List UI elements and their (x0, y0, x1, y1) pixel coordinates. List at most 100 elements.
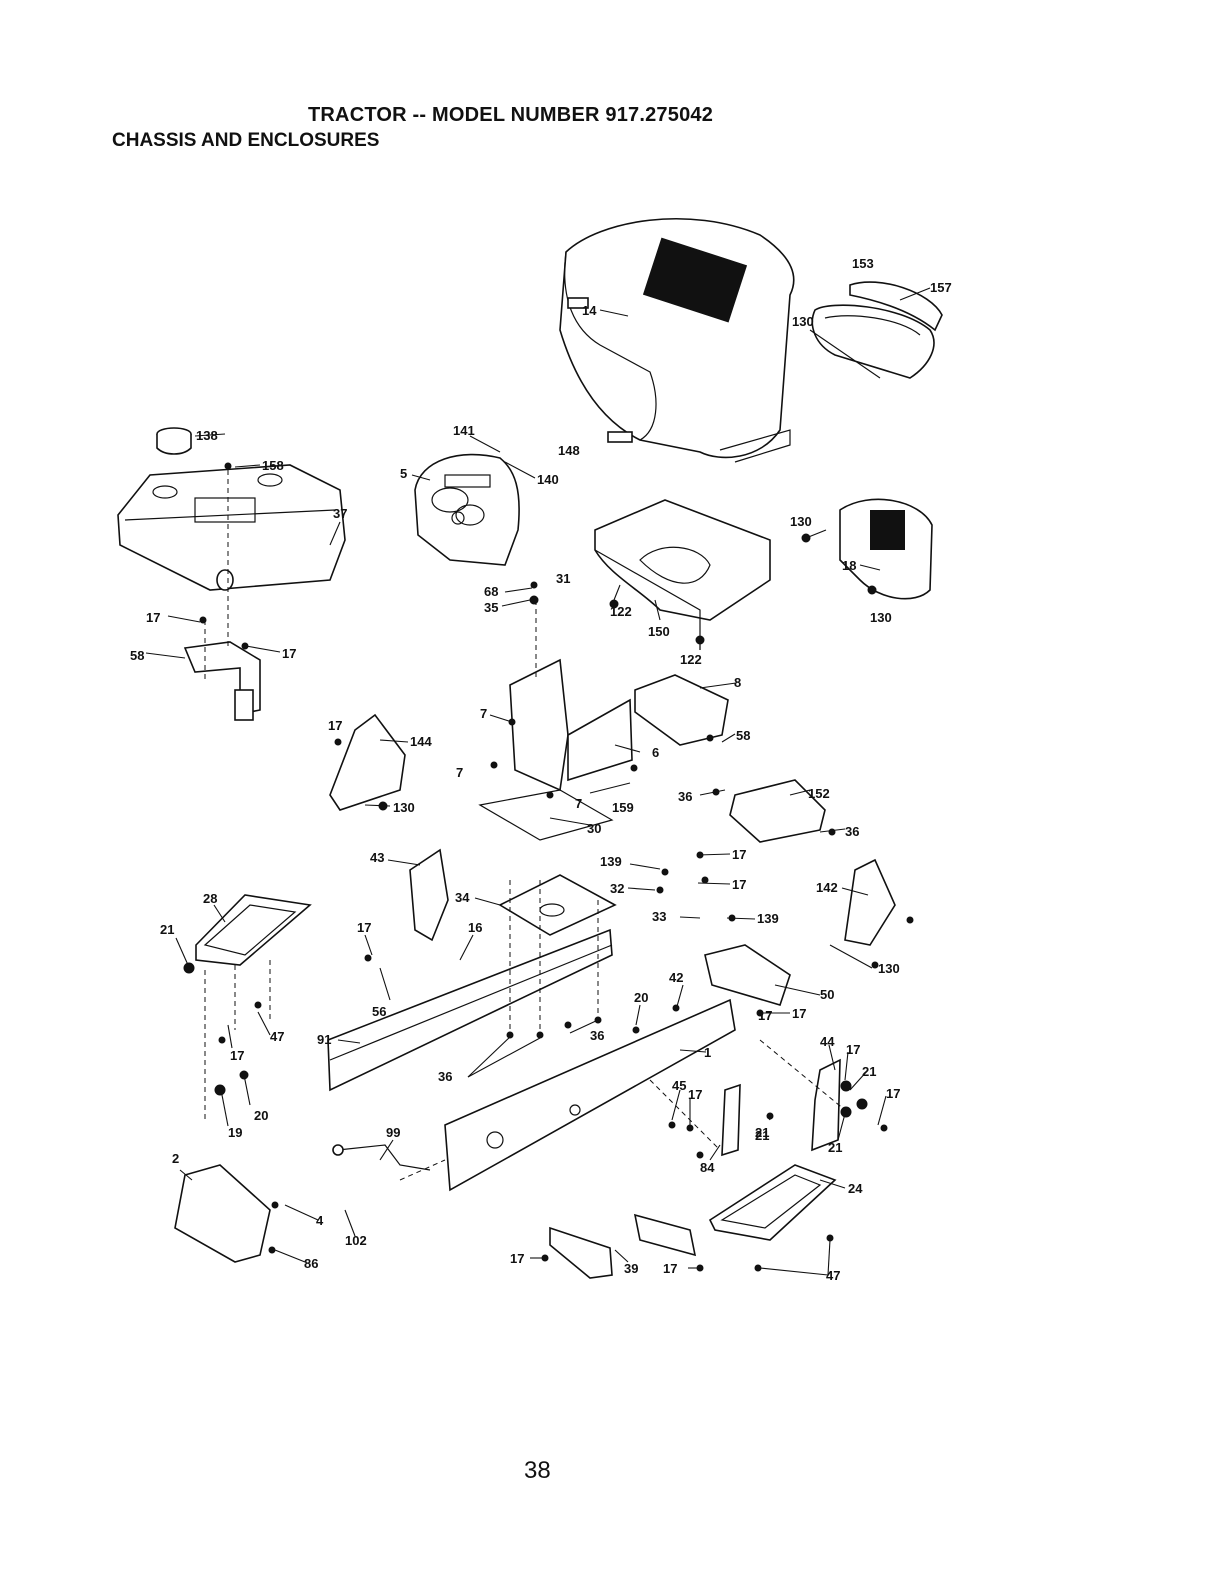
fuel-cap-part (156, 427, 192, 455)
callout-label: 5 (400, 466, 407, 481)
callout-label: 32 (610, 881, 624, 896)
callout-label: 86 (304, 1256, 318, 1271)
callout-label: 153 (852, 256, 874, 271)
callout-label: 7 (575, 796, 582, 811)
callout-label: 35 (484, 600, 498, 615)
callout-label: 16 (468, 920, 482, 935)
callout-label: 43 (370, 850, 384, 865)
callout-label: 33 (652, 909, 666, 924)
callout-label: 2 (172, 1151, 179, 1166)
callout-label: 36 (845, 824, 859, 839)
callout-label: 31 (556, 571, 570, 586)
page-title: TRACTOR -- MODEL NUMBER 917.275042 (308, 104, 714, 126)
footrest-right-part (708, 1164, 837, 1241)
callout-label: 18 (842, 558, 856, 573)
callout-label: 45 (672, 1078, 686, 1093)
callout-label: 7 (480, 706, 487, 721)
callout-label: 17 (688, 1087, 702, 1102)
support-bracket-part (478, 658, 633, 841)
battery-box-part (729, 779, 826, 843)
callout-label: 36 (590, 1028, 604, 1043)
callout-label: 20 (634, 990, 648, 1005)
callout-label: 17 (792, 1006, 806, 1021)
bracket-43-part (409, 848, 449, 942)
callout-label: 130 (878, 961, 900, 976)
callout-label: 84 (700, 1160, 715, 1175)
callout-label: 8 (734, 675, 741, 690)
callout-label: 14 (582, 303, 597, 318)
callout-label: 150 (648, 624, 670, 639)
callout-label: 157 (930, 280, 952, 295)
bracket-50-part (704, 944, 791, 1006)
callout-label: 19 (228, 1125, 242, 1140)
callout-label: 102 (345, 1233, 367, 1248)
callout-label: 68 (484, 584, 498, 599)
bracket-142-part (844, 858, 896, 946)
callout-label: 130 (792, 314, 814, 329)
callout-label: 17 (328, 718, 342, 733)
dash-panel-part (117, 464, 346, 591)
callout-label: 17 (732, 877, 746, 892)
callout-label: 144 (410, 734, 432, 749)
callout-label: 21 (755, 1128, 769, 1143)
hood-part (559, 218, 795, 463)
callout-label: 122 (610, 604, 632, 619)
callout-label: 21 (828, 1140, 842, 1155)
callout-label: 142 (816, 880, 838, 895)
callout-label: 24 (848, 1181, 863, 1196)
callout-label: 20 (254, 1108, 268, 1123)
callout-label: 17 (886, 1086, 900, 1101)
callout-label: 21 (755, 1125, 769, 1140)
rear-grille-part (839, 498, 933, 600)
bracket-39-part (549, 1213, 697, 1279)
callout-label: 30 (587, 821, 601, 836)
frame-rail-left-part (327, 928, 613, 1092)
callout-label: 17 (663, 1261, 677, 1276)
page-number: 38 (524, 1457, 551, 1484)
callout-label: 139 (757, 911, 779, 926)
bracket-84-part (721, 1083, 741, 1157)
callout-label: 99 (386, 1125, 400, 1140)
callout-label: 37 (333, 506, 347, 521)
callout-label: 34 (455, 890, 470, 905)
callout-label: 50 (820, 987, 834, 1002)
callout-label: 7 (456, 765, 463, 780)
frame-rail-right-part (444, 998, 736, 1192)
callout-label: 17 (230, 1048, 244, 1063)
callout-label: 6 (652, 745, 659, 760)
footrest-left-part (195, 894, 312, 966)
callout-label: 47 (270, 1029, 284, 1044)
battery-plate-part (634, 674, 729, 746)
callout-label: 130 (790, 514, 812, 529)
callout-label: 130 (393, 800, 415, 815)
callout-label: 21 (160, 922, 174, 937)
steering-console-part (414, 453, 520, 566)
front-bracket-part (174, 1164, 271, 1263)
callout-label: 17 (146, 610, 160, 625)
callout-label: 148 (558, 443, 580, 458)
rear-bracket-part (811, 1058, 841, 1152)
grille-frame-part (811, 281, 943, 379)
callout-label: 158 (262, 458, 284, 473)
assembly-lines (204, 470, 846, 1181)
callout-label: 58 (736, 728, 750, 743)
page-subtitle: CHASSIS AND ENCLOSURES (112, 130, 380, 151)
callout-label: 56 (372, 1004, 386, 1019)
callout-label: 44 (820, 1034, 835, 1049)
fender-part (594, 499, 771, 650)
callout-label: 139 (600, 854, 622, 869)
callout-label: 1 (704, 1045, 711, 1060)
callout-label: 17 (510, 1251, 524, 1266)
callout-label: 140 (537, 472, 559, 487)
callout-labels: 14 157 153 130 138 158 37 141 140 5 148 … (130, 256, 952, 1283)
callout-label: 47 (826, 1268, 840, 1283)
callout-label: 17 (357, 920, 371, 935)
callout-label: 138 (196, 428, 218, 443)
callout-label: 130 (870, 610, 892, 625)
callout-label: 17 (732, 847, 746, 862)
callout-label: 4 (316, 1213, 324, 1228)
callout-label: 152 (808, 786, 830, 801)
callout-label: 28 (203, 891, 217, 906)
